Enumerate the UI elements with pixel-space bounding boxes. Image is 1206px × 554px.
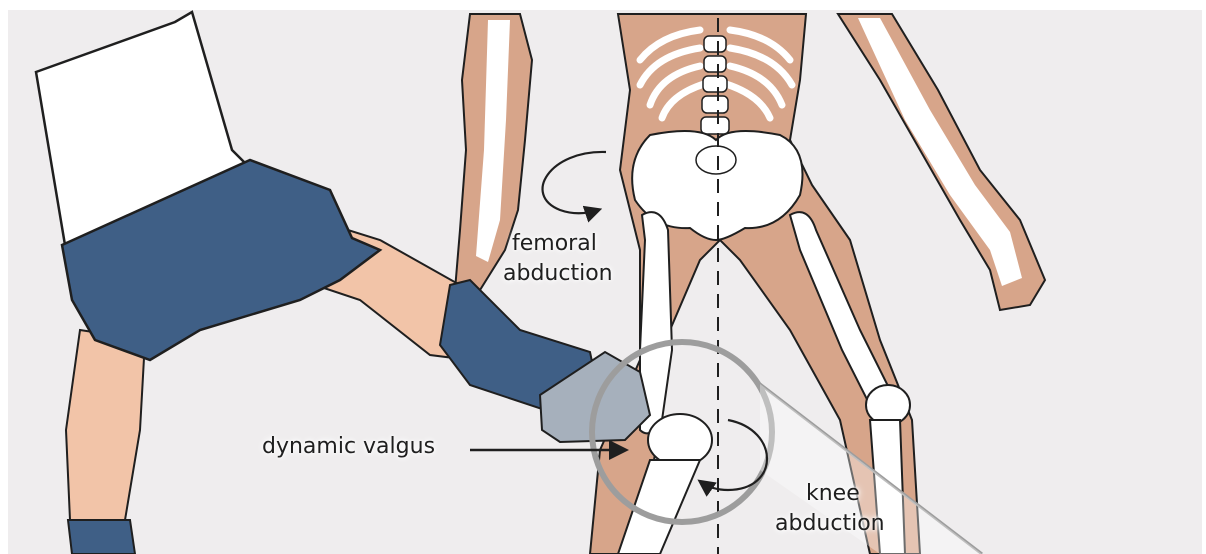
femoral-label-line2: abduction	[503, 262, 613, 287]
left-knee	[648, 414, 712, 466]
knee-label-line1: knee	[806, 482, 860, 507]
knee-label-line2: abduction	[775, 512, 885, 537]
dynamic-valgus-label: dynamic valgus	[262, 435, 435, 460]
femoral-label-line1: femoral	[512, 232, 597, 257]
